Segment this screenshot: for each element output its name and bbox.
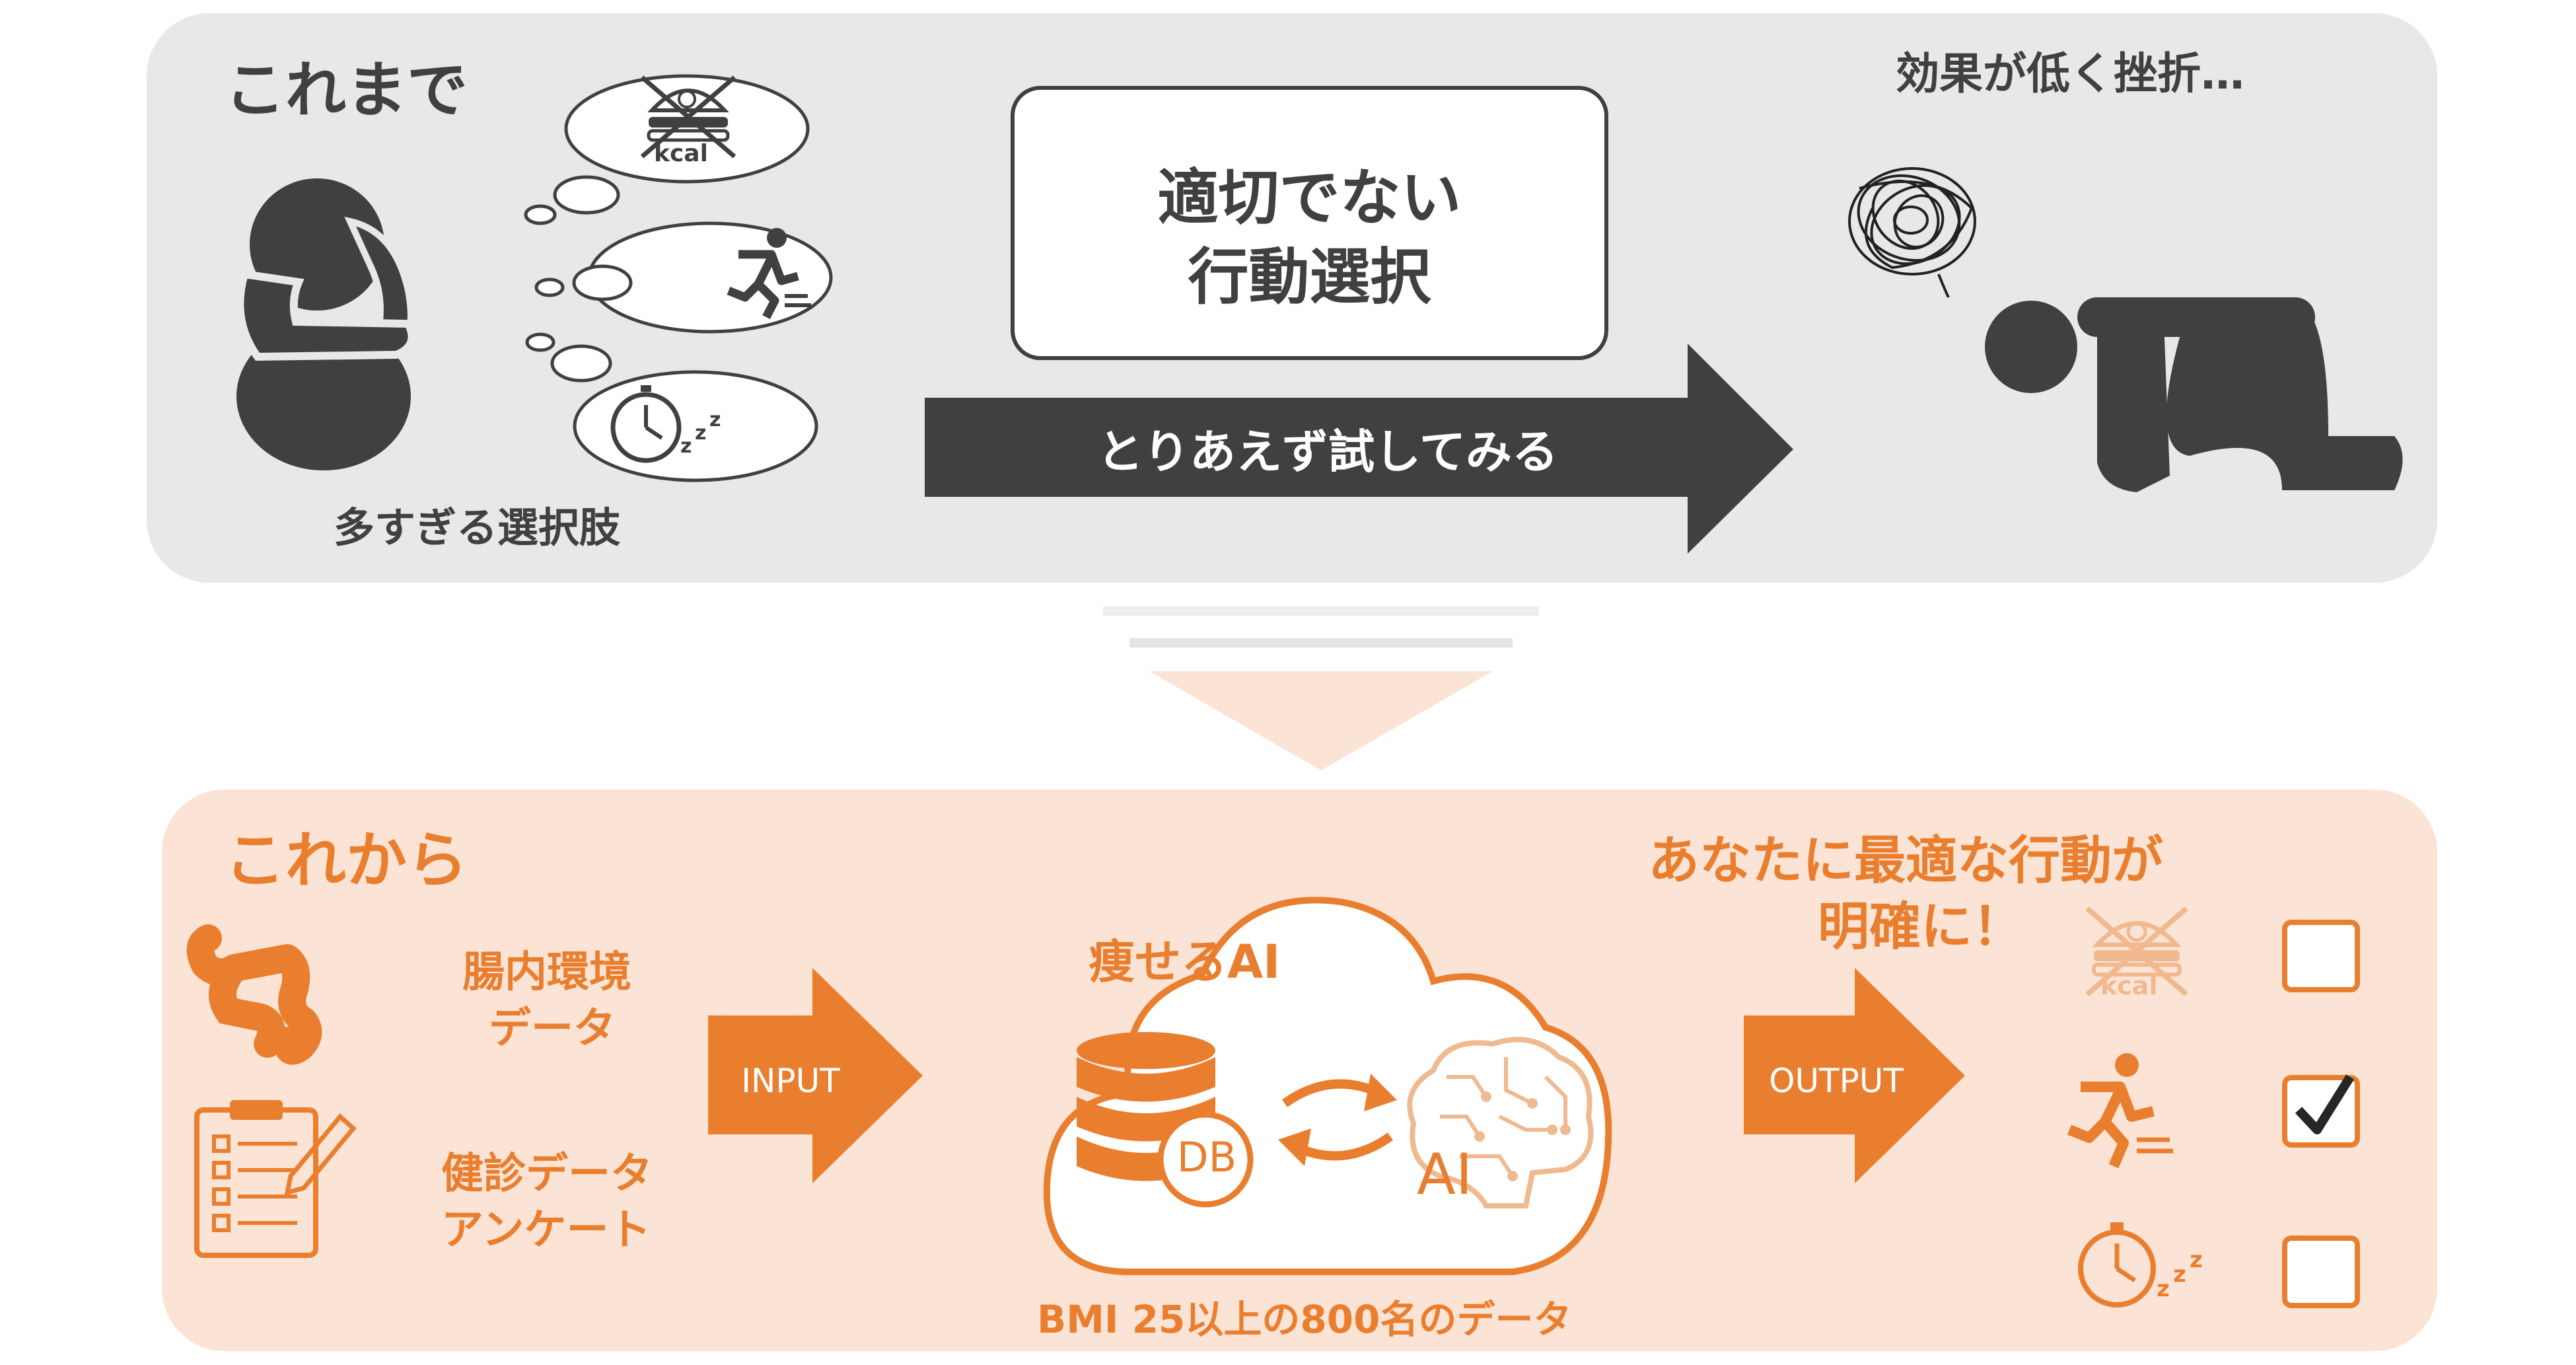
result-line2: 明確に！ [1818, 897, 2024, 957]
sleep-clock-icon-orange: z z z [2078, 1222, 2203, 1308]
svg-text:z: z [709, 408, 721, 431]
inappropriate-choice-box [1011, 86, 1608, 360]
svg-text:z: z [680, 435, 692, 458]
svg-text:z: z [2173, 1261, 2186, 1288]
sleep-clock-icon: z z z [610, 385, 721, 463]
gut-data-line2: データ [489, 1004, 616, 1053]
cloud-title: 痩せるAI [1089, 935, 1281, 989]
gut-data-line1: 腸内環境 [462, 948, 631, 997]
health-data-line2: アンケート [441, 1206, 651, 1255]
kcal-label-orange: kcal [2100, 971, 2158, 1000]
result-label: 効果が低く挫折… [1896, 48, 2244, 99]
collapsed-person-icon [1985, 297, 2403, 492]
database-icon [1077, 1032, 1254, 1208]
input-arrow [708, 968, 923, 1183]
no-food-icon-orange [2085, 906, 2188, 997]
check-mark-icon [2295, 1074, 2354, 1134]
running-person-icon [727, 228, 811, 319]
clipboard-icon [194, 1100, 357, 1258]
arrow-label: とりあえず試してみる [1097, 425, 1558, 479]
no-food-icon [640, 75, 736, 159]
db-label: DB [1176, 1133, 1237, 1181]
options-label: 多すぎる選択肢 [334, 503, 621, 552]
output-arrow [1744, 968, 1965, 1183]
exchange-arrows-icon [1278, 1074, 1397, 1166]
scribble-icon [1848, 167, 1976, 298]
thinking-person-icon [236, 178, 416, 470]
trial-arrow [925, 344, 1793, 554]
ai-label: AI [1417, 1142, 1473, 1208]
transition-arrow [1103, 607, 1539, 770]
output-label: OUTPUT [1769, 1062, 1904, 1100]
intestine-icon [186, 924, 322, 1065]
cloud-caption: BMI 25以上の800名のデータ [1037, 1297, 1572, 1342]
checkbox-diet[interactable] [2282, 920, 2360, 992]
box-line2: 行動選択 [1188, 242, 1431, 313]
ai-brain-icon [1407, 1037, 1594, 1208]
before-heading: これまで [225, 55, 468, 126]
kcal-label: kcal [654, 140, 708, 167]
checkbox-sleep[interactable] [2282, 1236, 2360, 1308]
running-person-icon-orange [2067, 1053, 2173, 1169]
svg-text:z: z [2157, 1276, 2170, 1302]
result-line1: あなたに最適な行動が [1648, 831, 2164, 891]
health-data-line1: 健診データ [441, 1150, 653, 1199]
box-line1: 適切でない [1157, 163, 1462, 233]
input-label: INPUT [741, 1062, 840, 1100]
svg-text:z: z [695, 422, 706, 445]
svg-text:z: z [2190, 1247, 2203, 1273]
after-heading: これから [225, 825, 468, 896]
